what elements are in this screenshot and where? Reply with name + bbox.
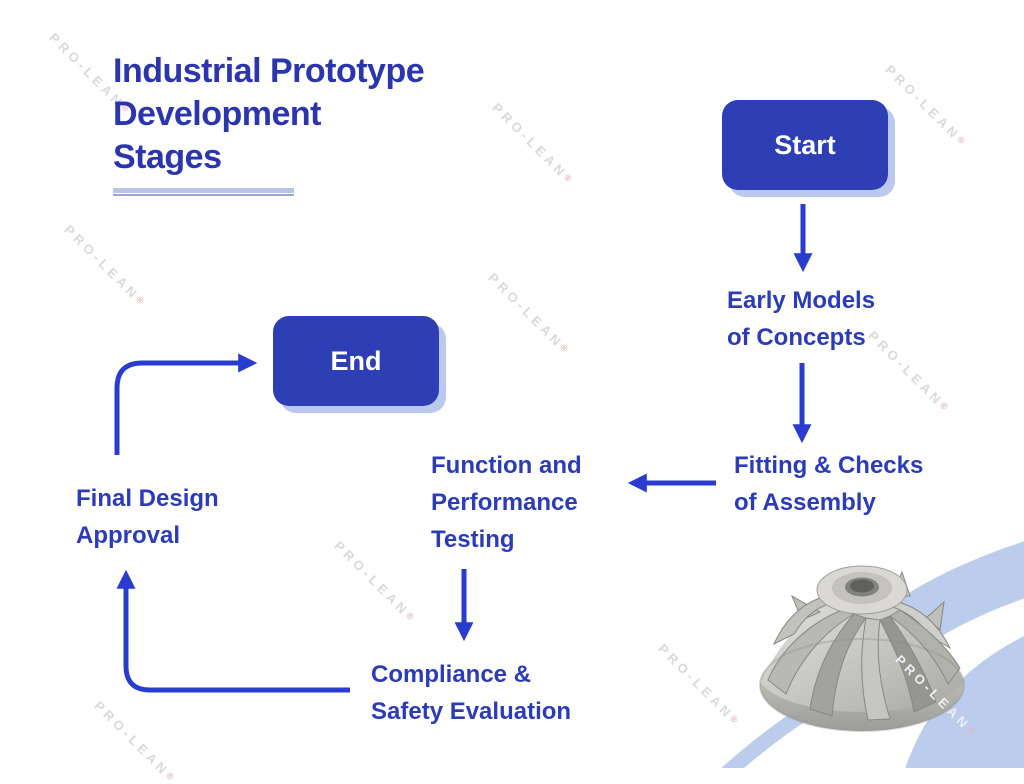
node-start: Start xyxy=(722,100,888,190)
title-underline xyxy=(113,188,294,193)
arrow-compliance-to-final xyxy=(116,569,350,693)
impeller-image xyxy=(759,565,965,732)
node-start-label: Start xyxy=(774,129,836,160)
watermark: PRO-LEAN® xyxy=(485,270,570,354)
page-title-line: Industrial Prototype xyxy=(113,52,425,90)
node-early-models: Early Models of Concepts xyxy=(727,287,876,351)
page-title-line: Stages xyxy=(113,138,222,176)
watermark: PRO-LEAN® xyxy=(331,538,416,622)
page-title: Industrial Prototype Development Stages xyxy=(113,50,533,179)
watermark: PRO-LEAN® xyxy=(655,641,740,725)
watermark: PRO-LEAN® xyxy=(865,328,950,412)
watermark: PRO-LEAN® xyxy=(882,62,967,146)
watermark: PRO-LEAN® xyxy=(91,698,176,782)
node-final-approval: Final Design Approval xyxy=(76,485,219,549)
arrow-final-to-end xyxy=(114,353,258,455)
node-fitting-checks: Fitting & Checks of Assembly xyxy=(734,452,924,516)
watermark: PRO-LEAN® xyxy=(892,652,977,736)
node-end: End xyxy=(273,316,439,406)
node-end-label: End xyxy=(330,345,382,376)
node-function-testing: Function and Performance Testing xyxy=(431,452,582,553)
watermark: PRO-LEAN® xyxy=(61,222,146,306)
page-title-line: Development xyxy=(113,95,322,133)
node-compliance-safety: Compliance & Safety Evaluation xyxy=(371,661,572,725)
title-underline-accent xyxy=(113,194,294,196)
